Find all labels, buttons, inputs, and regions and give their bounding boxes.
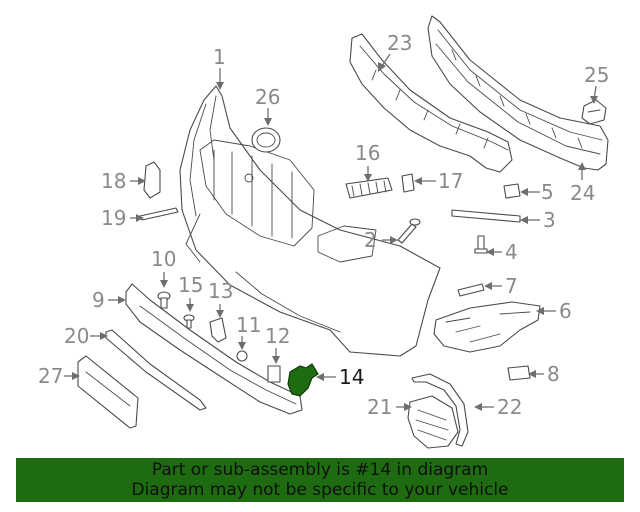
callout-17: 17 bbox=[438, 169, 463, 193]
callout-5: 5 bbox=[541, 180, 554, 204]
part-16-trim-strip[interactable] bbox=[345, 177, 393, 199]
part-10-screw[interactable] bbox=[157, 291, 171, 309]
part-26-emblem[interactable] bbox=[251, 127, 281, 153]
part-18-cap[interactable] bbox=[143, 161, 161, 199]
part-8-clip[interactable] bbox=[507, 365, 531, 381]
callout-4: 4 bbox=[505, 240, 518, 264]
callout-15: 15 bbox=[178, 273, 203, 297]
part-7-bolt[interactable] bbox=[457, 283, 485, 297]
callout-labels: 1 2 3 4 5 6 7 8 9 10 11 12 13 14 15 16 1… bbox=[38, 31, 609, 419]
callout-20: 20 bbox=[64, 324, 89, 348]
part-17-clip[interactable] bbox=[401, 173, 415, 193]
part-6-side-bracket[interactable] bbox=[433, 301, 541, 353]
part-11-clip[interactable] bbox=[236, 350, 248, 362]
callout-2: 2 bbox=[364, 228, 377, 252]
part-13-bracket[interactable] bbox=[209, 317, 227, 343]
part-24-bumper-reinforcement[interactable] bbox=[427, 15, 609, 171]
callout-10: 10 bbox=[151, 247, 176, 271]
part-20-trim-strip[interactable] bbox=[105, 329, 207, 411]
callout-22: 22 bbox=[497, 395, 522, 419]
callout-9: 9 bbox=[92, 288, 105, 312]
callout-27: 27 bbox=[38, 364, 63, 388]
callout-24: 24 bbox=[570, 181, 595, 205]
leader-lines bbox=[64, 53, 598, 411]
part-22-trim-ring[interactable] bbox=[411, 373, 469, 447]
part-9-lower-spoiler[interactable] bbox=[125, 283, 303, 415]
part-1-bumper-cover[interactable] bbox=[179, 85, 441, 357]
callout-7: 7 bbox=[505, 274, 518, 298]
part-3-trim-rail[interactable] bbox=[451, 209, 521, 223]
callout-23: 23 bbox=[387, 31, 412, 55]
callout-13: 13 bbox=[208, 279, 233, 303]
callout-1: 1 bbox=[213, 45, 226, 69]
callout-12: 12 bbox=[265, 324, 290, 348]
banner-line-1: Part or sub-assembly is #14 in diagram bbox=[151, 460, 489, 480]
callout-26: 26 bbox=[255, 85, 280, 109]
part-12-clip[interactable] bbox=[267, 365, 281, 383]
callout-14: 14 bbox=[339, 365, 364, 389]
callout-25: 25 bbox=[584, 63, 609, 87]
part-19-sensor[interactable] bbox=[139, 207, 179, 221]
banner-line-2: Diagram may not be specific to your vehi… bbox=[131, 480, 509, 500]
part-15-rivet[interactable] bbox=[183, 314, 195, 329]
callout-21: 21 bbox=[367, 395, 392, 419]
callout-19: 19 bbox=[101, 206, 126, 230]
part-4-screw[interactable] bbox=[474, 235, 488, 254]
part-21-fog-grille[interactable] bbox=[407, 395, 459, 449]
callout-8: 8 bbox=[547, 362, 560, 386]
part-14-bracket[interactable] bbox=[287, 363, 319, 397]
callout-3: 3 bbox=[543, 208, 556, 232]
callout-16: 16 bbox=[355, 141, 380, 165]
info-banner: Part or sub-assembly is #14 in diagram D… bbox=[16, 458, 624, 502]
callout-6: 6 bbox=[559, 299, 572, 323]
part-5-clip[interactable] bbox=[503, 183, 521, 199]
part-2-bolt[interactable] bbox=[397, 218, 421, 244]
callout-18: 18 bbox=[101, 169, 126, 193]
part-27-plate-base[interactable] bbox=[77, 355, 139, 429]
callout-11: 11 bbox=[236, 313, 261, 337]
